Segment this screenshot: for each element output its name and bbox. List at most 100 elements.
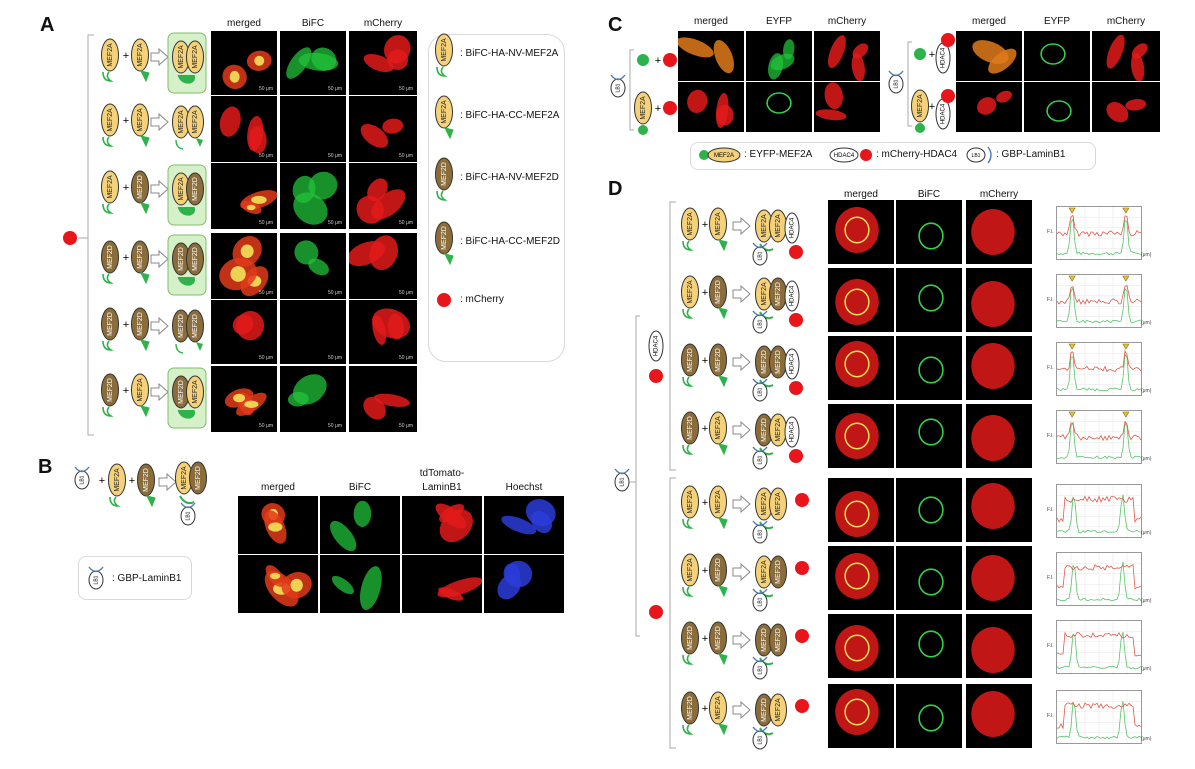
protein-label: MEF2D xyxy=(761,418,768,442)
mcherry-dot-icon xyxy=(437,293,451,307)
arrow-icon xyxy=(732,420,751,440)
plot-y-label: F.I. xyxy=(1047,365,1054,371)
protein-mef2a-icon: MEF2A xyxy=(709,691,728,736)
protein-mef2a-icon: MEF2A xyxy=(681,553,699,597)
fluorescence-profile-plot xyxy=(1056,342,1142,396)
protein-label: MEF2A xyxy=(137,378,144,402)
protein-label: MEF2A xyxy=(137,43,144,67)
panel-b-micrograph xyxy=(484,555,564,613)
legend-swatch: MEF2D xyxy=(435,221,454,266)
scale-bar: 50 μm xyxy=(328,86,342,92)
protein-label: MEF2D xyxy=(715,558,722,582)
panel-b-micrograph xyxy=(320,496,400,554)
lb1-icon: LB1 xyxy=(752,520,768,544)
legend-swatch: MEF2D xyxy=(435,157,453,201)
legend-text: : mCherry-HDAC4 xyxy=(876,149,958,160)
protein-mef2a-icon: MEF2A xyxy=(186,375,204,409)
hdac4-icon: HDAC4 xyxy=(648,330,664,362)
panel-c-legend xyxy=(690,142,1096,170)
protein-mef2a-icon: MEF2A xyxy=(101,103,119,147)
arrow-icon xyxy=(732,562,751,582)
protein-mef2a-icon: MEF2A xyxy=(911,89,929,123)
fluorescence-profile-plot xyxy=(1056,690,1142,744)
panel-d-column-header: mCherry xyxy=(979,189,1019,200)
lb1-icon: LB1 xyxy=(752,310,768,334)
scale-bar: 50 μm xyxy=(328,290,342,296)
protein-label: MEF2A xyxy=(107,108,114,132)
protein-label: MEF2D xyxy=(687,626,694,650)
protein-label: MEF2D xyxy=(192,314,199,338)
panel-a-micrograph: 50 μm xyxy=(211,163,277,229)
mcherry-dot-icon xyxy=(63,231,77,245)
panel-d-micrograph xyxy=(828,546,894,610)
mcherry-dot-icon xyxy=(649,605,663,619)
fluorescence-profile-plot xyxy=(1056,206,1142,260)
panel-d-micrograph xyxy=(896,546,962,610)
lb1-icon: LB1 xyxy=(610,74,626,98)
plot-y-label: F.I. xyxy=(1047,507,1054,513)
lb1-icon: LB1 xyxy=(614,468,630,492)
protein-label: MEF2A xyxy=(178,177,185,201)
protein-label: MEF2D xyxy=(137,312,144,336)
plot-y-label: F.I. xyxy=(1047,575,1054,581)
panel-a-micrograph: 50 μm xyxy=(349,31,417,95)
panel-c-micrograph xyxy=(956,31,1022,81)
protein-label: MEF2A xyxy=(775,698,782,722)
scale-bar: 50 μm xyxy=(259,153,273,159)
svg-text:HDAC4: HDAC4 xyxy=(790,421,796,442)
protein-mef2d-icon: MEF2D xyxy=(172,242,190,276)
legend-text: : GBP-LaminB1 xyxy=(112,573,182,584)
panel-d-micrograph xyxy=(966,478,1032,542)
scale-bar: 50 μm xyxy=(259,290,273,296)
arrow-icon xyxy=(732,700,751,720)
svg-text:LB1: LB1 xyxy=(619,477,625,486)
legend-text: : BiFC-HA-NV-MEF2D xyxy=(460,172,559,183)
scale-bar: 50 μm xyxy=(399,153,413,159)
panel-d-micrograph xyxy=(966,200,1032,264)
protein-mef2a-icon: MEF2A xyxy=(175,461,193,495)
svg-text:HDAC4: HDAC4 xyxy=(834,153,855,159)
protein-label: MEF2A xyxy=(761,214,768,238)
plot-x-unit: (μm) xyxy=(1141,388,1152,394)
lb1-icon: LB1 xyxy=(752,378,768,402)
protein-label: MEF2A xyxy=(687,280,694,304)
panel-d-micrograph xyxy=(896,200,962,264)
panel-d-column-header: BiFC xyxy=(917,189,941,200)
panel-d-micrograph xyxy=(828,200,894,264)
panel-d-micrograph xyxy=(896,404,962,468)
protein-mef2a-icon: MEF2A xyxy=(435,33,453,77)
legend-text: : BiFC-HA-CC-MEF2D xyxy=(460,236,560,247)
plus-sign: + xyxy=(655,55,661,67)
eyfp-dot-icon xyxy=(699,150,709,160)
plus-sign: + xyxy=(702,703,708,715)
arrow-icon xyxy=(150,249,169,269)
protein-label: MEF2A xyxy=(687,212,694,236)
panel-letter-a: A xyxy=(40,14,55,36)
protein-mef2d-icon: MEF2D xyxy=(101,307,119,351)
protein-mef2d-icon: MEF2D xyxy=(101,240,119,284)
plot-y-label: F.I. xyxy=(1047,229,1054,235)
plot-x-unit: (μm) xyxy=(1141,736,1152,742)
legend-text: : EYFP-MEF2A xyxy=(744,149,813,160)
svg-text:LB1: LB1 xyxy=(93,575,99,584)
mcherry-dot-icon xyxy=(941,33,955,47)
plus-sign: + xyxy=(99,475,105,487)
panel-c-micrograph xyxy=(1092,82,1160,132)
plot-y-label: F.I. xyxy=(1047,643,1054,649)
plus-sign: + xyxy=(123,252,129,264)
legend-text: : BiFC-HA-CC-MEF2A xyxy=(460,110,560,121)
panel-c-micrograph xyxy=(814,82,880,132)
plus-sign: + xyxy=(702,287,708,299)
lb1-icon: LB1 xyxy=(88,566,104,590)
panel-a-micrograph: 50 μm xyxy=(349,233,417,299)
protein-mef2a-icon: MEF2A xyxy=(101,38,119,82)
protein-mef2d-icon: MEF2D xyxy=(709,553,728,598)
protein-mef2d-icon: MEF2D xyxy=(769,345,787,379)
plus-sign: + xyxy=(129,475,135,487)
panel-a-micrograph: 50 μm xyxy=(349,96,417,162)
protein-label: MEF2A xyxy=(181,466,188,490)
panel-c-column-header: mCherry xyxy=(1106,16,1146,27)
